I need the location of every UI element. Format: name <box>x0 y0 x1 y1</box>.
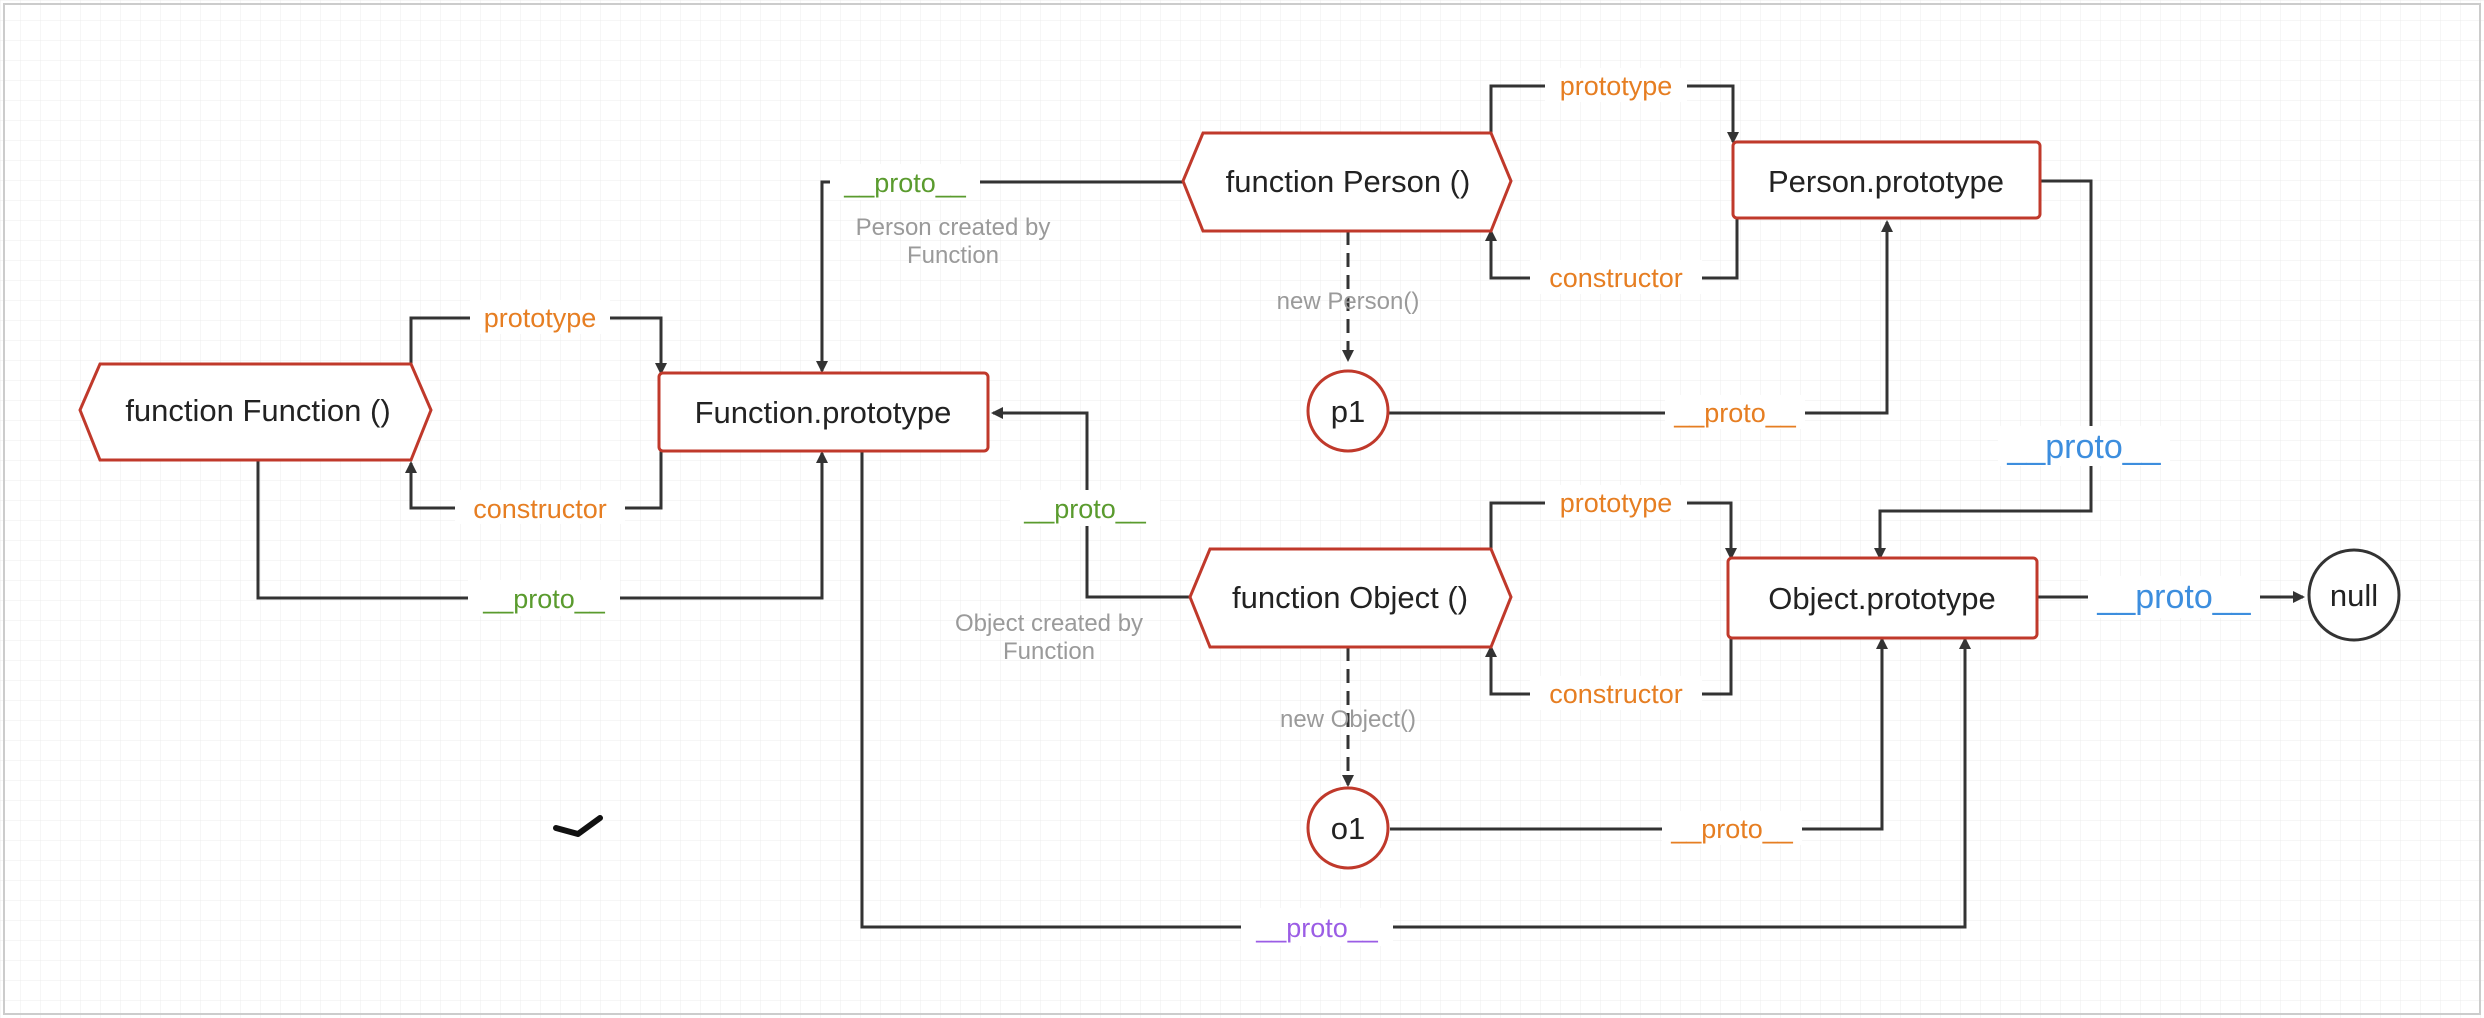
node-object-prototype-label: Object.prototype <box>1768 581 1995 616</box>
label-function-constructor: constructor <box>473 494 607 524</box>
node-o1[interactable]: o1 <box>1306 786 1390 870</box>
label-person-prototype: prototype <box>1560 71 1673 101</box>
node-function-prototype-label: Function.prototype <box>695 395 952 430</box>
node-null[interactable]: null <box>2307 548 2401 642</box>
node-function-function-label: function Function () <box>125 393 390 428</box>
node-function-object-label: function Object () <box>1232 580 1468 615</box>
label-object-prototype-proto: __proto__ <box>2096 578 2251 616</box>
note-object-created-line1: Object created by <box>955 610 1143 637</box>
node-function-prototype[interactable]: Function.prototype <box>657 371 990 453</box>
label-person-prototype-proto: __proto__ <box>2006 428 2161 466</box>
canvas-frame <box>3 3 2481 1015</box>
label-function-prototype-proto: __proto__ <box>1255 913 1379 943</box>
edge-function-prototype-proto <box>860 451 1971 929</box>
label-o1-proto: __proto__ <box>1670 814 1794 844</box>
label-person-proto: __proto__ <box>843 168 967 198</box>
node-function-person[interactable]: function Person () <box>1181 131 1513 233</box>
node-p1-label: p1 <box>1331 394 1365 429</box>
note-person-created-line1: Person created by <box>856 214 1051 241</box>
label-object-constructor: constructor <box>1549 679 1683 709</box>
node-person-prototype[interactable]: Person.prototype <box>1731 140 2042 220</box>
label-person-constructor: constructor <box>1549 263 1683 293</box>
node-function-function[interactable]: function Function () <box>78 362 433 462</box>
edge-p1-proto <box>1389 220 1893 415</box>
node-function-person-label: function Person () <box>1226 164 1471 199</box>
label-function-prototype: prototype <box>484 303 597 333</box>
note-object-created-line2: Function <box>1003 638 1095 665</box>
edge-o1-proto <box>1390 637 1888 831</box>
label-new-person: new Person() <box>1277 288 1420 315</box>
edge-person-proto <box>816 180 1183 373</box>
cursor-mark <box>553 815 603 837</box>
label-p1-proto: __proto__ <box>1673 398 1797 428</box>
node-person-prototype-label: Person.prototype <box>1768 164 2004 199</box>
node-function-object[interactable]: function Object () <box>1188 547 1513 649</box>
node-null-label: null <box>2330 578 2378 613</box>
edge-person-prototype-proto <box>1874 179 2093 560</box>
label-function-proto: __proto__ <box>482 584 606 614</box>
node-object-prototype[interactable]: Object.prototype <box>1726 556 2039 640</box>
node-o1-label: o1 <box>1331 811 1365 846</box>
node-p1[interactable]: p1 <box>1306 369 1390 453</box>
label-new-object: new Object() <box>1280 706 1416 733</box>
note-person-created-line2: Function <box>907 242 999 269</box>
label-object-prototype: prototype <box>1560 488 1673 518</box>
label-object-proto: __proto__ <box>1023 494 1147 524</box>
